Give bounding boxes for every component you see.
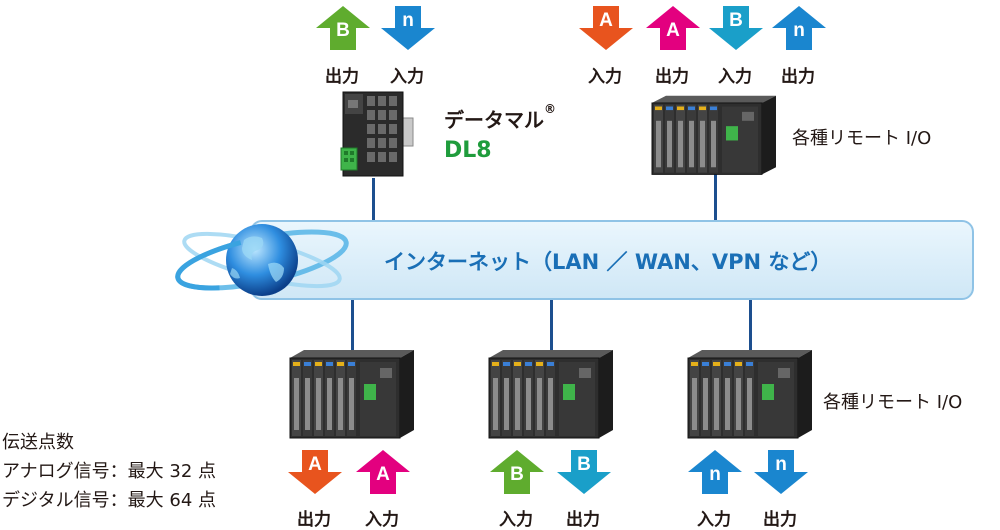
arrow-io-label: 出力 [763,510,797,530]
remote-io-unit-2 [483,348,615,442]
arrow-letter: n [775,454,787,475]
network-band [250,220,974,300]
arrow-up-B-icon: B [316,6,370,50]
transmission-points: 伝送点数 アナログ信号：最大 32 点 デジタル信号：最大 64 点 [2,428,216,515]
arrow-down-n-icon: n [381,6,435,50]
arrow-down-A-icon: A [288,450,342,494]
arrow-down-n-icon: n [754,450,808,494]
arrow-down-B-icon: B [557,450,611,494]
dl8-device-image [337,88,417,180]
arrow-io-label: 入力 [390,67,424,87]
link-remote-io-top [714,170,717,220]
transmission-title: 伝送点数 [2,432,74,453]
remote-io-label-top: 各種リモート I/O [792,128,932,149]
link-remote-io-3 [749,300,752,352]
dl8-model: DL8 [444,138,492,163]
dl8-name: データマル® [444,102,556,133]
arrow-io-label: 出力 [325,67,359,87]
arrow-io-label: 出力 [566,510,600,530]
arrow-down-B-icon: B [709,6,763,50]
arrow-letter: B [729,10,743,31]
arrow-io-label: 出力 [297,510,331,530]
arrow-up-n-icon: n [772,6,826,50]
arrow-letter: A [308,454,322,475]
arrow-letter: n [709,464,721,485]
arrow-up-n-icon: n [688,450,742,494]
remote-io-unit-1 [284,348,416,442]
link-remote-io-2 [550,300,553,352]
arrow-letter: n [402,10,414,31]
remote-io-unit-3 [682,348,814,442]
arrow-letter: B [577,454,591,475]
arrow-down-A-icon: A [579,6,633,50]
arrow-up-A-icon: A [646,6,700,50]
arrow-io-label: 入力 [718,67,752,87]
arrow-letter: A [599,10,613,31]
transmission-digital: デジタル信号：最大 64 点 [2,490,216,511]
link-remote-io-1 [351,300,354,352]
arrow-letter: n [793,20,805,41]
remote-io-unit-top [646,94,778,178]
arrow-io-label: 入力 [697,510,731,530]
dl8-name-text: データマル [444,108,544,132]
arrow-io-label: 出力 [781,67,815,87]
globe-icon [172,210,352,310]
arrow-io-label: 入力 [365,510,399,530]
network-label: インターネット（LAN ／ WAN、VPN など） [384,250,832,274]
arrow-letter: B [336,20,350,41]
transmission-analog: アナログ信号：最大 32 点 [2,461,216,482]
arrow-io-label: 入力 [499,510,533,530]
link-dl8 [372,178,375,220]
arrow-letter: B [510,464,524,485]
arrow-io-label: 出力 [655,67,689,87]
arrow-letter: A [666,20,680,41]
remote-io-label-bottom: 各種リモート I/O [823,392,963,413]
registered-mark: ® [544,102,556,116]
arrow-up-A-icon: A [356,450,410,494]
arrow-io-label: 入力 [588,67,622,87]
arrow-letter: A [376,464,390,485]
arrow-up-B-icon: B [490,450,544,494]
